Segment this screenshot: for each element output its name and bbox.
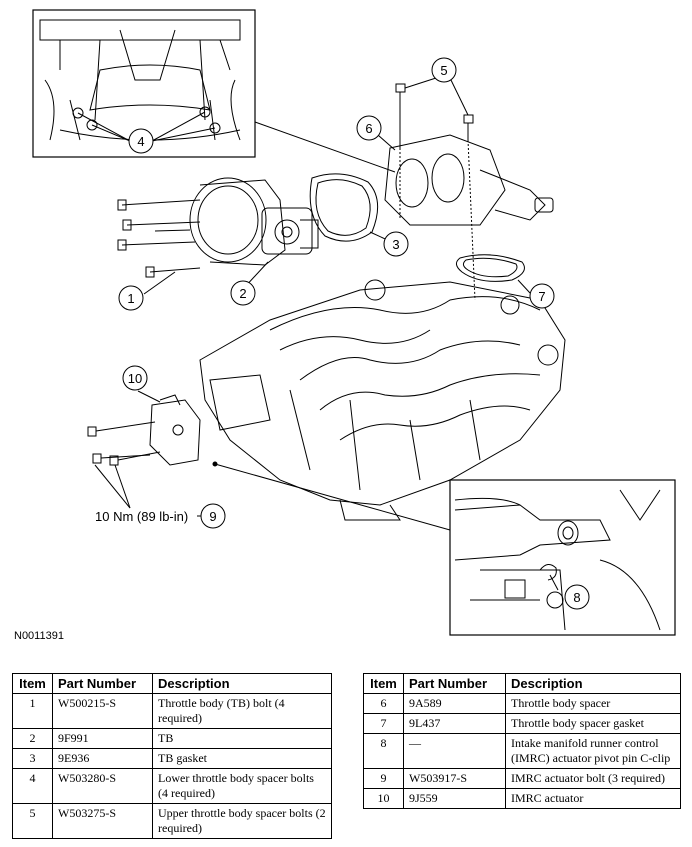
svg-text:5: 5 <box>440 63 447 78</box>
cell-item: 5 <box>12 803 53 839</box>
table-header-row: Item Part Number Description <box>12 673 332 694</box>
cell-part-number: 9A589 <box>403 693 506 714</box>
table-row: 10 9J559 IMRC actuator <box>363 788 681 809</box>
table-row: 9 W503917-S IMRC actuator bolt (3 requir… <box>363 768 681 789</box>
intake-manifold-drawing <box>199 279 566 521</box>
callout-2: 2 <box>230 280 256 306</box>
cell-description: Lower throttle body spacer bolts (4 requ… <box>152 768 332 804</box>
header-item: Item <box>12 673 53 694</box>
table-row: 5 W503275-S Upper throttle body spacer b… <box>12 803 332 839</box>
torque-spec-label: 10 Nm (89 lb-in) <box>95 509 188 524</box>
table-row: 1 W500215-S Throttle body (TB) bolt (4 r… <box>12 693 332 729</box>
cell-description: Throttle body spacer <box>505 693 681 714</box>
cell-item: 10 <box>363 788 404 809</box>
detail-inset-cclip <box>449 479 676 636</box>
svg-text:10: 10 <box>128 371 142 386</box>
parts-table-left: Item Part Number Description 1 W500215-S… <box>12 673 332 839</box>
cclip-leader-dot <box>212 461 218 467</box>
callout-9: 9 <box>197 503 226 529</box>
svg-text:2: 2 <box>239 286 246 301</box>
table-row: 4 W503280-S Lower throttle body spacer b… <box>12 768 332 804</box>
cell-description: Throttle body spacer gasket <box>505 713 681 734</box>
header-item: Item <box>363 673 404 694</box>
cell-item: 6 <box>363 693 404 714</box>
header-description: Description <box>505 673 681 694</box>
cell-part-number: W500215-S <box>52 693 153 729</box>
tb-bolts-drawing <box>117 199 201 278</box>
header-part-number: Part Number <box>403 673 506 694</box>
cell-part-number: W503917-S <box>403 768 506 789</box>
tb-gasket-drawing <box>309 173 379 242</box>
cell-item: 8 <box>363 733 404 769</box>
cell-part-number: 9F991 <box>52 728 153 749</box>
throttle-body-spacer-drawing <box>384 134 554 226</box>
callout-10: 10 <box>122 365 148 391</box>
svg-text:1: 1 <box>127 291 134 306</box>
cclip-leader-line <box>214 463 451 531</box>
cell-item: 3 <box>12 748 53 769</box>
table-row: 2 9F991 TB <box>12 728 332 749</box>
callout-4: 4 <box>128 128 154 154</box>
table-row: 3 9E936 TB gasket <box>12 748 332 769</box>
callout-3: 3 <box>383 231 409 257</box>
svg-text:8: 8 <box>573 590 580 605</box>
cell-item: 2 <box>12 728 53 749</box>
table-header-row: Item Part Number Description <box>363 673 681 694</box>
callout-1: 1 <box>118 285 144 311</box>
table-row: 6 9A589 Throttle body spacer <box>363 693 681 714</box>
callout-8: 8 <box>564 584 590 610</box>
table-row: 7 9L437 Throttle body spacer gasket <box>363 713 681 734</box>
cell-item: 7 <box>363 713 404 734</box>
cell-description: IMRC actuator bolt (3 required) <box>505 768 681 789</box>
cell-description: TB <box>152 728 332 749</box>
cell-part-number: W503275-S <box>52 803 153 839</box>
svg-text:4: 4 <box>137 134 144 149</box>
cell-item: 1 <box>12 693 53 729</box>
cell-part-number: 9J559 <box>403 788 506 809</box>
throttle-body-drawing <box>189 177 319 266</box>
cell-part-number: — <box>403 733 506 769</box>
cell-item: 4 <box>12 768 53 804</box>
imrc-bolts-drawing <box>87 421 161 509</box>
imrc-actuator-drawing <box>149 394 201 466</box>
cell-description: Upper throttle body spacer bolts (2 requ… <box>152 803 332 839</box>
cell-description: TB gasket <box>152 748 332 769</box>
spacer-gasket-drawing <box>456 254 525 282</box>
cell-part-number: W503280-S <box>52 768 153 804</box>
cell-description: IMRC actuator <box>505 788 681 809</box>
cell-part-number: 9L437 <box>403 713 506 734</box>
exploded-parts-diagram: 1 2 3 4 5 6 7 8 9 10 10 Nm (89 lb-in) <box>32 9 676 636</box>
callout-5: 5 <box>431 57 457 83</box>
detail-inset-lower-bolts <box>32 9 256 158</box>
cell-description: Intake manifold runner control (IMRC) ac… <box>505 733 681 769</box>
figure-code: N0011391 <box>14 630 64 642</box>
svg-text:7: 7 <box>538 289 545 304</box>
callout-6: 6 <box>356 115 382 141</box>
cell-item: 9 <box>363 768 404 789</box>
svg-text:6: 6 <box>365 121 372 136</box>
table-row: 8 — Intake manifold runner control (IMRC… <box>363 733 681 769</box>
callout-7: 7 <box>529 283 555 309</box>
svg-text:3: 3 <box>392 237 399 252</box>
parts-table-right: Item Part Number Description 6 9A589 Thr… <box>363 673 681 809</box>
header-part-number: Part Number <box>52 673 153 694</box>
cell-description: Throttle body (TB) bolt (4 required) <box>152 693 332 729</box>
cell-part-number: 9E936 <box>52 748 153 769</box>
svg-text:9: 9 <box>209 509 216 524</box>
header-description: Description <box>152 673 332 694</box>
inset-leader-line <box>254 121 396 173</box>
